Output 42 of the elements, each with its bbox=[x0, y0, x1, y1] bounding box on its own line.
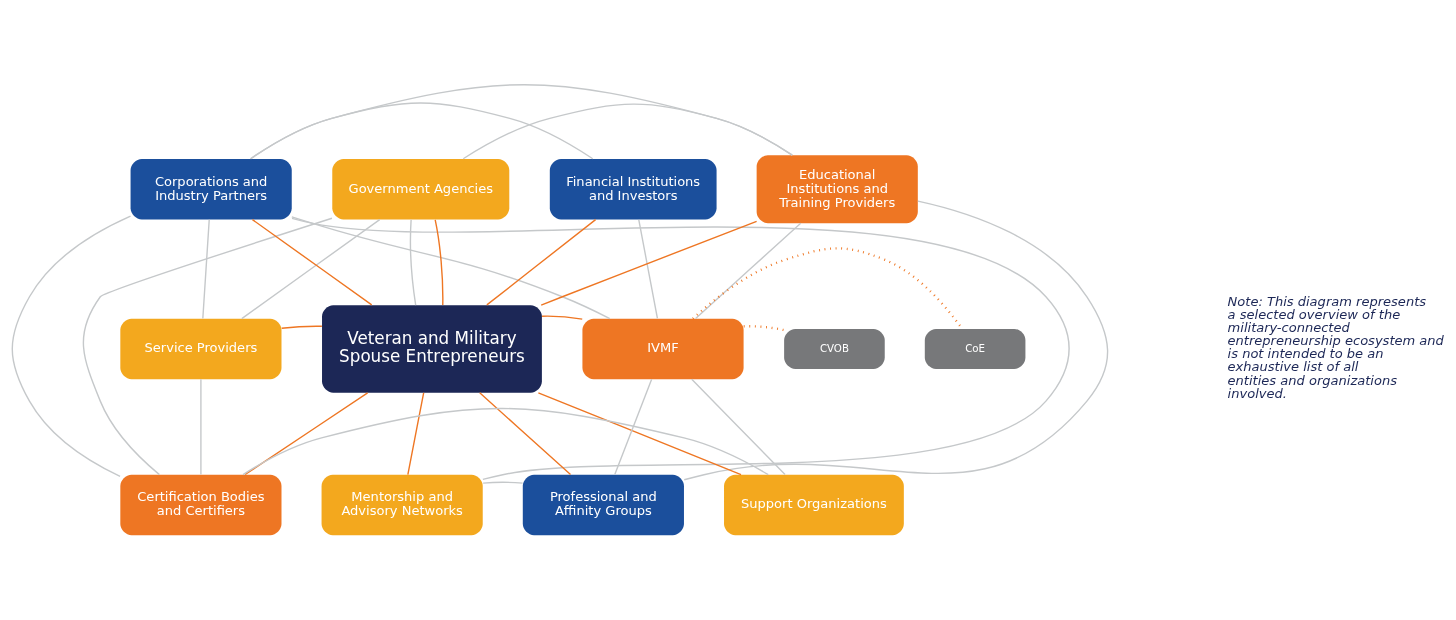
connector bbox=[638, 219, 659, 320]
connector bbox=[743, 325, 785, 332]
connector bbox=[537, 392, 742, 476]
node-box: Corporations and Industry Partners bbox=[130, 158, 292, 220]
node-box: Financial Institutions and Investors bbox=[549, 158, 717, 220]
node-box: Professional and Affinity Groups bbox=[522, 474, 684, 536]
connector bbox=[434, 219, 444, 306]
connector bbox=[614, 378, 653, 476]
node-box: Certification Bodies and Certifiers bbox=[120, 474, 282, 536]
connector bbox=[541, 315, 583, 320]
node-box: CoE bbox=[924, 328, 1026, 369]
connector bbox=[694, 222, 802, 320]
label: Note: This diagram represents a selected overview of the military-connected entrepreneurship ecosystem and is not intended to be an exhaustive list of all entities and organizations involved. bbox=[1227, 294, 1444, 401]
connector bbox=[241, 218, 381, 320]
connector bbox=[244, 392, 369, 476]
connector bbox=[482, 481, 524, 484]
connector bbox=[242, 407, 769, 476]
node-box: Support Organizations bbox=[724, 474, 904, 536]
connector bbox=[200, 378, 202, 476]
node-box: IVMF bbox=[582, 318, 744, 380]
connector bbox=[291, 217, 1070, 481]
connector bbox=[683, 200, 1109, 481]
connector bbox=[281, 325, 323, 329]
node-box: Educational Institutions and Training Providers bbox=[756, 155, 918, 224]
connector bbox=[249, 84, 793, 160]
node-box: Veteran and Military Spouse Entrepreneurs bbox=[322, 305, 542, 393]
connector bbox=[407, 392, 425, 476]
node-box: Mentorship and Advisory Networks bbox=[321, 474, 483, 536]
node-box: Government Agencies bbox=[332, 158, 510, 220]
connector bbox=[82, 217, 333, 476]
connector bbox=[540, 220, 758, 306]
connector bbox=[202, 219, 210, 320]
connector bbox=[691, 378, 786, 476]
connector bbox=[462, 103, 793, 160]
node-box: Service Providers bbox=[120, 318, 282, 380]
connector bbox=[486, 218, 597, 306]
connector bbox=[251, 218, 373, 306]
connector bbox=[409, 219, 417, 306]
connector bbox=[479, 392, 572, 476]
connector bbox=[291, 216, 611, 320]
connector bbox=[11, 215, 132, 478]
node-box: CVOB bbox=[784, 328, 885, 369]
